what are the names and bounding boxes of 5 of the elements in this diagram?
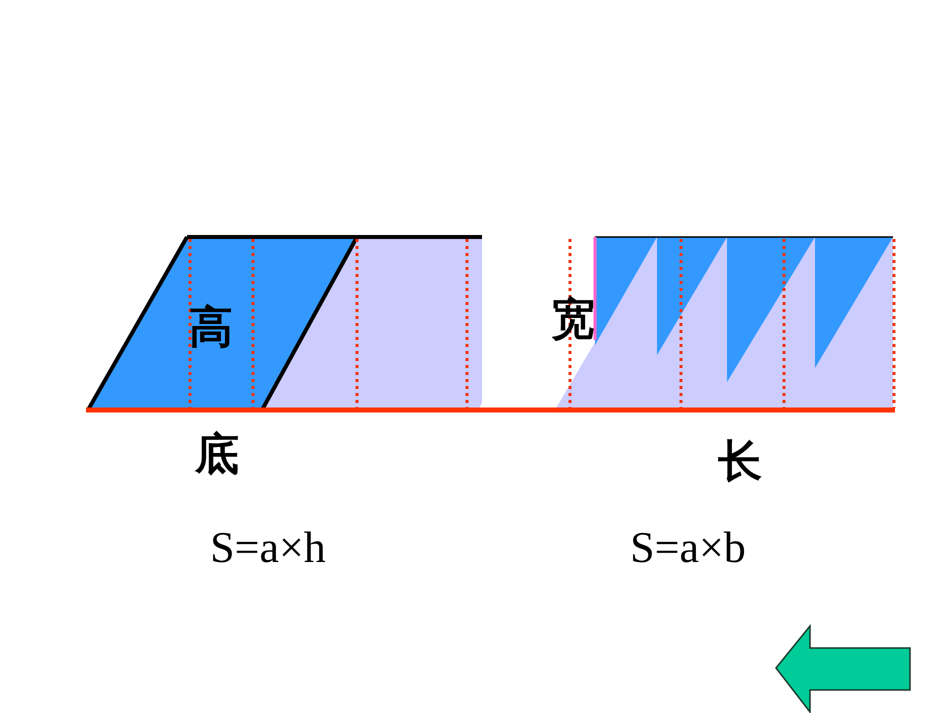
area-formula: S=a×b [630,526,746,570]
area-formula: S=a×h [210,526,326,570]
length-label: 长 [718,440,762,484]
base-label: 底 [195,433,239,477]
height-label: 高 [189,306,233,350]
